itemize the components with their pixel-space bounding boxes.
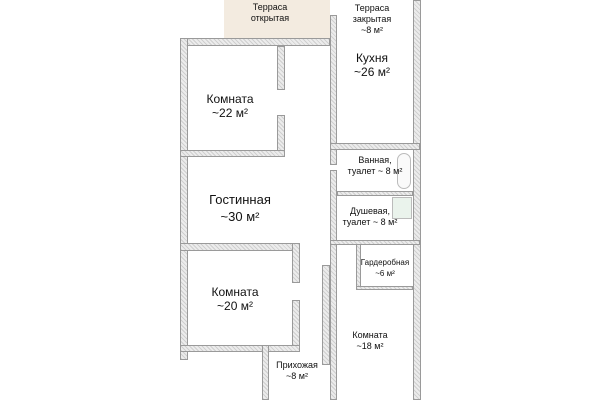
wall	[330, 143, 420, 150]
wall	[337, 191, 413, 196]
room-label-hallway: Прихожая~8 м²	[276, 360, 318, 381]
wall	[292, 300, 300, 350]
room-label-room-18: Комната~18 м²	[352, 330, 388, 351]
room-label-wardrobe: Гардеробная~6 м²	[360, 258, 410, 278]
room-label-living-room: Гостинная~30 м²	[209, 192, 271, 224]
room-label-room-20: Комната~20 м²	[211, 285, 259, 313]
wall	[180, 38, 188, 360]
wall	[322, 265, 330, 365]
wall	[330, 240, 420, 245]
room-label-shower: Душевая,туалет ~ 8 м²	[342, 206, 398, 227]
wall	[180, 243, 300, 251]
wall	[180, 38, 330, 46]
wall	[277, 46, 285, 90]
shower-cabin	[392, 197, 412, 219]
wall	[180, 150, 285, 157]
room-label-kitchen: Кухня~26 м²	[354, 51, 390, 79]
bathtub	[397, 153, 411, 189]
wall	[330, 15, 337, 165]
wall	[180, 345, 300, 352]
wall	[356, 286, 413, 290]
room-label-room-22: Комната~22 м²	[206, 92, 254, 120]
room-label-bathroom: Ванная,туалет ~ 8 м²	[347, 155, 403, 176]
wall	[292, 243, 300, 283]
open-terrace-area	[224, 0, 330, 38]
